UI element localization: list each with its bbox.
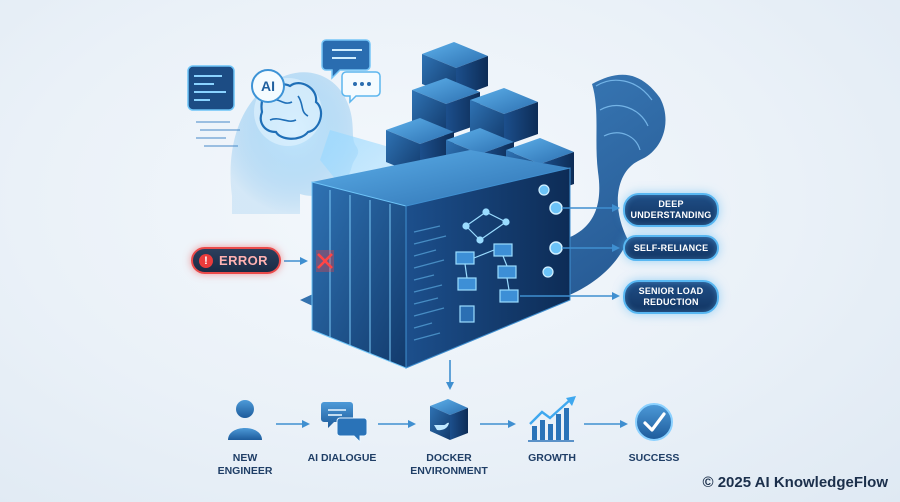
main-container [311, 150, 571, 369]
step-label-success: SUCCESS [628, 452, 680, 464]
error-arrow [284, 257, 308, 265]
process-flowchart [455, 208, 519, 323]
outcome-label: SELF-RELIANCE [633, 242, 709, 253]
step-label-new-engineer: NEW ENGINEER [217, 452, 273, 477]
copyright-notice: © 2025 AI KnowledgeFlow [702, 474, 888, 491]
ai-badge-text: AI [261, 78, 275, 94]
outcome-label: SENIOR LOAD REDUCTION [638, 286, 704, 307]
docker-whale [300, 74, 666, 326]
stack-container-mid-right [470, 88, 538, 146]
outcome-self-reliance: SELF-RELIANCE [623, 235, 719, 261]
docker-container-icon [430, 399, 468, 440]
chat-bubble-icon [321, 39, 371, 80]
workflow-arrows [276, 420, 628, 428]
error-alert-icon: ! [199, 253, 213, 268]
brain-icon [259, 82, 323, 140]
error-badge: ! ERROR [191, 247, 281, 274]
container-door-ribs [329, 190, 391, 362]
code-window-icon [187, 65, 235, 111]
typing-bubble-icon [341, 71, 381, 104]
code-lines-side [413, 225, 447, 341]
main-container-top [312, 150, 570, 206]
outcome-deep-understanding: DEEP UNDERSTANDING [623, 193, 719, 227]
error-label: ERROR [219, 253, 268, 268]
container-down-arrow [446, 360, 454, 390]
user-icon [228, 400, 262, 440]
code-lines-decoration [196, 121, 240, 147]
step-label-growth: GROWTH [528, 452, 576, 464]
whale-body [300, 74, 666, 326]
step-label-ai-dialogue: AI DIALOGUE [307, 452, 377, 464]
growth-chart-icon [528, 396, 576, 442]
step-label-docker-environment: DOCKER ENVIRONMENT [410, 452, 488, 477]
main-container-side [405, 167, 571, 369]
outcome-nodes [538, 184, 563, 278]
outcome-connectors [520, 204, 620, 300]
chat-bubbles-icon [321, 402, 368, 444]
check-circle-icon [635, 403, 673, 441]
container-error-mark [316, 250, 334, 272]
outcome-senior-load-reduction: SENIOR LOAD REDUCTION [623, 280, 719, 314]
outcome-label: DEEP UNDERSTANDING [630, 199, 712, 220]
ai-badge: AI [251, 69, 285, 103]
main-container-front [311, 181, 407, 369]
